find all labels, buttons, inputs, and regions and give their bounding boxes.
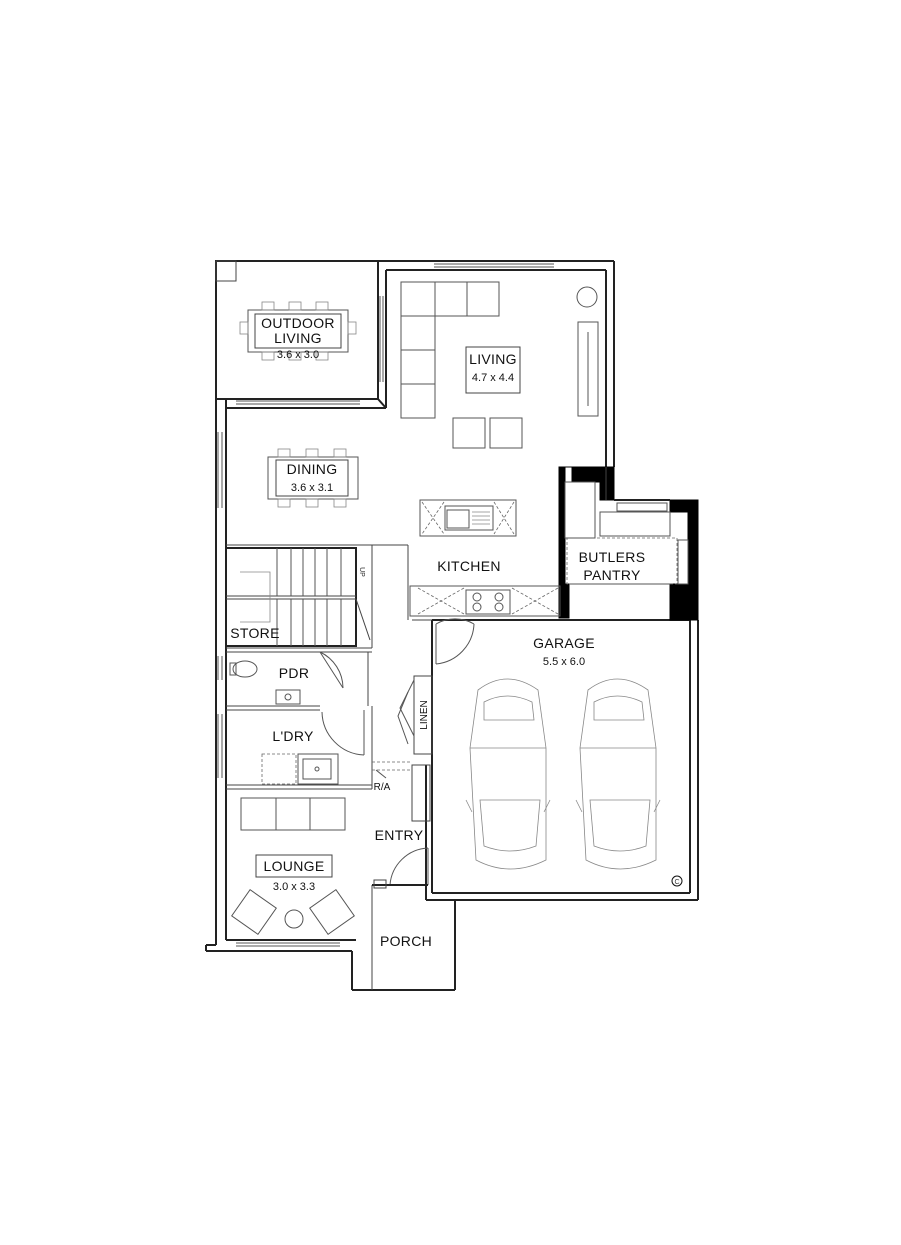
butlers-pantry-label-1: BUTLERS: [579, 549, 646, 565]
stair-up-label: UP: [358, 567, 365, 577]
laundry-fixtures: [261, 710, 365, 785]
lounge-label-box: [255, 854, 333, 878]
exterior-walls: [205, 260, 699, 991]
living-dims: 4.7 x 4.4: [472, 372, 514, 384]
kitchen-label: KITCHEN: [437, 558, 501, 574]
porch-label: PORCH: [380, 933, 432, 949]
garage-internal-door: [435, 618, 475, 665]
pdr-label: PDR: [279, 665, 309, 681]
dining-table: [267, 448, 359, 508]
entry-label: ENTRY: [375, 827, 424, 843]
ra-label: R/A: [374, 782, 391, 793]
pdr-fixtures: [229, 651, 344, 705]
copyright-mark: C: [674, 879, 679, 886]
staircase: [225, 547, 371, 647]
garage-dims: 5.5 x 6.0: [543, 656, 585, 668]
lounge-label: LOUNGE: [264, 858, 325, 874]
garage-label: GARAGE: [533, 635, 595, 651]
butlers-pantry-walls: [558, 466, 699, 621]
lounge-furniture: [231, 797, 355, 935]
outdoor-living-dims: 3.6 x 3.0: [277, 349, 319, 361]
kitchen-fixtures: [409, 499, 561, 617]
living-label: LIVING: [469, 351, 517, 367]
dining-label: DINING: [287, 461, 338, 477]
copyright-icon: [671, 875, 683, 887]
living-label-box: [465, 346, 521, 394]
dining-dims: 3.6 x 3.1: [291, 482, 333, 494]
living-furniture: [400, 281, 599, 449]
outdoor-living-label-2: LIVING: [274, 330, 322, 346]
ldry-label: L'DRY: [272, 728, 314, 744]
butlers-pantry-label-2: PANTRY: [583, 567, 641, 583]
lounge-dims: 3.0 x 3.3: [273, 881, 315, 893]
car-left: [465, 678, 551, 870]
outdoor-label-box: [254, 313, 342, 349]
linen-label: LINEN: [419, 700, 430, 729]
dining-label-box: [275, 459, 349, 497]
outdoor-table: [239, 301, 357, 361]
outdoor-living-label-1: OUTDOOR: [261, 315, 335, 331]
store-label: STORE: [230, 625, 279, 641]
car-right: [575, 678, 661, 870]
